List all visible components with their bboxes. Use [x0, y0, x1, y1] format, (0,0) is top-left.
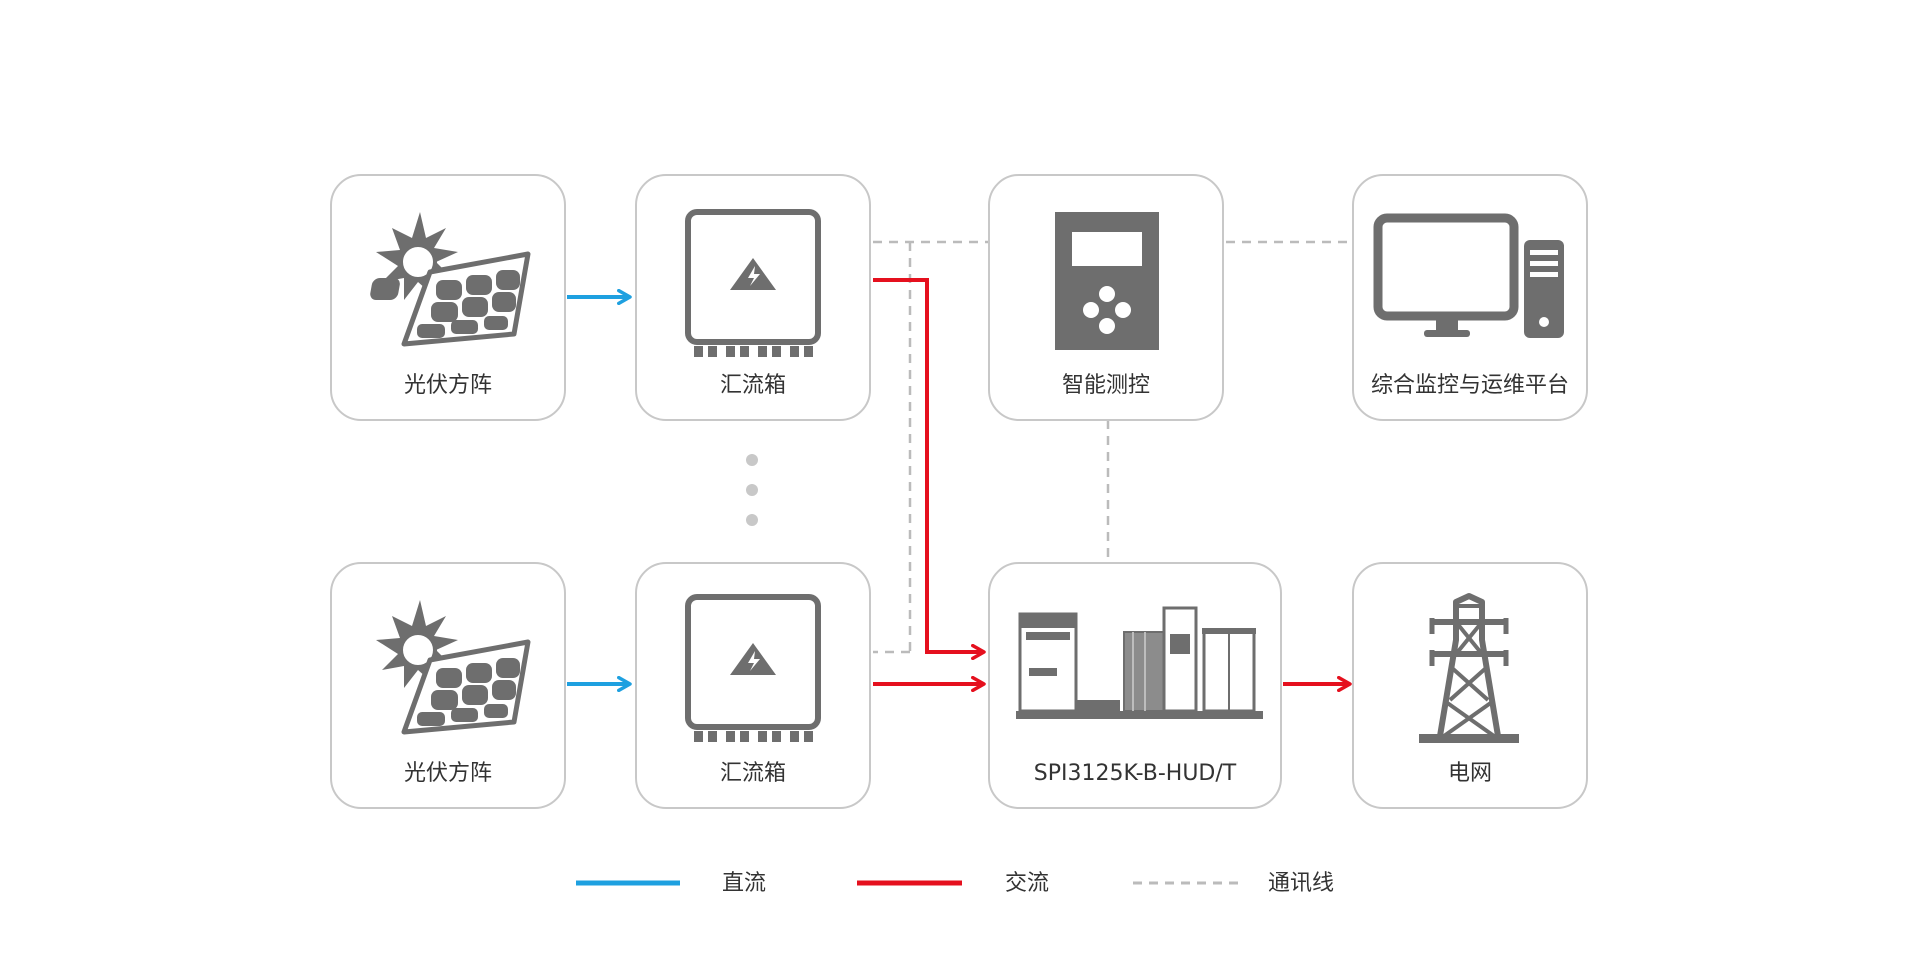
dc-lines: [567, 297, 630, 684]
controller-icon: [1055, 212, 1159, 350]
legend-label-dc: 直流: [722, 871, 766, 896]
legend-label-ac: 交流: [1005, 871, 1049, 896]
node-label-inverter: SPI3125K-B-HUD/T: [1034, 761, 1237, 786]
transmission-tower-icon: [1419, 593, 1519, 743]
ac-lines: [873, 278, 1350, 684]
ellipsis-dots: [746, 454, 758, 526]
node-label-monitor: 智能测控: [1062, 373, 1150, 398]
node-label-combiner-top: 汇流箱: [720, 373, 786, 398]
solar-panel-icon: [376, 600, 531, 735]
combiner-box-icon: [685, 594, 821, 742]
legend: 直流 交流 通讯线: [576, 871, 1334, 896]
node-label-combiner-bottom: 汇流箱: [720, 761, 786, 786]
solar-panel-icon: [370, 212, 531, 347]
ac-arrow-top-combiner: [873, 278, 984, 652]
node-label-pv-bottom: 光伏方阵: [404, 761, 492, 786]
computer-icon: [1373, 213, 1564, 338]
inverter-station-icon: [1016, 606, 1263, 719]
comm-lines: [873, 240, 1356, 654]
legend-label-comm: 通讯线: [1268, 871, 1334, 896]
combiner-box-icon: [685, 209, 821, 357]
node-label-pv-top: 光伏方阵: [404, 373, 492, 398]
node-label-grid: 电网: [1448, 761, 1492, 786]
node-label-platform: 综合监控与运维平台: [1371, 373, 1569, 398]
